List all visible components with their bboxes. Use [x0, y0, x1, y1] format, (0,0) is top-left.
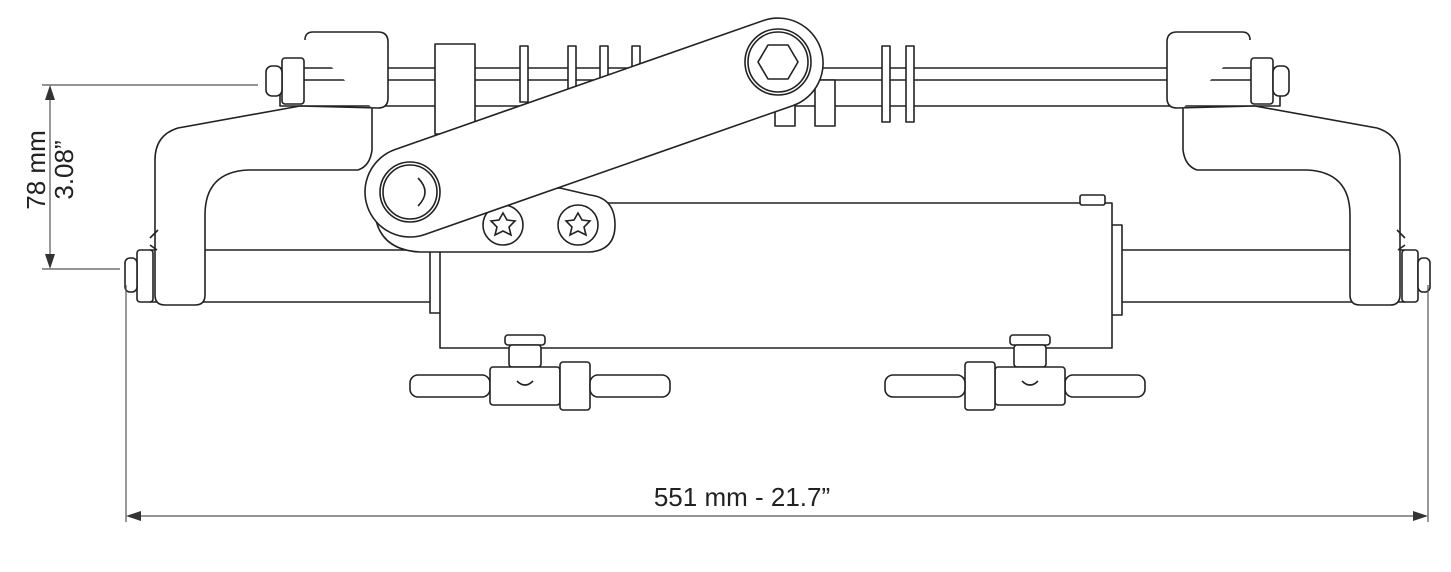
- pivot-pin: [379, 161, 441, 223]
- hex-bolt: [744, 28, 812, 96]
- height-in-label: 3.08”: [49, 140, 79, 199]
- height-mm-label: 78 mm: [21, 130, 51, 209]
- width-dimension: 551 mm - 21.7”: [125, 285, 1429, 522]
- tiller-lever-arm: [364, 17, 824, 238]
- height-dimension: 78 mm 3.08”: [21, 84, 258, 270]
- width-label: 551 mm - 21.7”: [654, 482, 830, 512]
